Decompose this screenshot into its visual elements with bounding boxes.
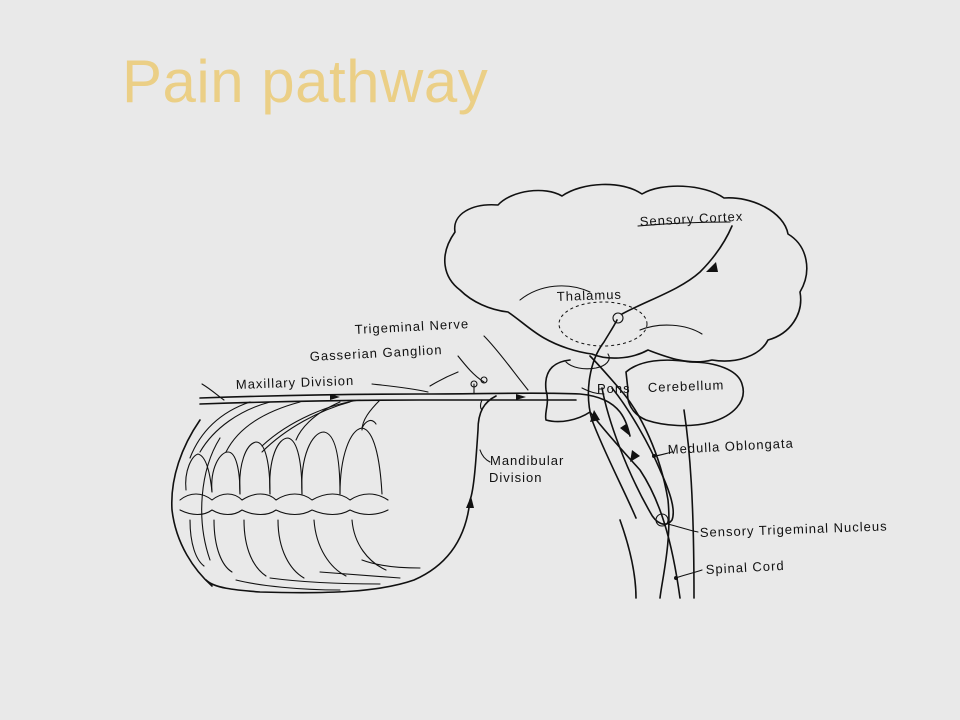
label-mandibular-line1: Mandibular (490, 453, 564, 468)
label-medulla-oblongata: Medulla Oblongata (667, 435, 794, 457)
cerebrum-outline (444, 183, 808, 363)
ascending-pathway (587, 319, 637, 519)
label-maxillary-division: Maxillary Division (236, 373, 355, 392)
label-spinal-cord: Spinal Cord (705, 558, 785, 577)
slide-title: Pain pathway (122, 48, 489, 115)
label-sensory-cortex: Sensory Cortex (639, 209, 743, 229)
brainstem-outline (544, 359, 681, 599)
jaw-outline (171, 419, 213, 587)
cerebellum-outline (625, 359, 745, 427)
thalamus-outline (558, 301, 648, 347)
label-pons: Pons (597, 381, 631, 396)
label-trigeminal-nerve: Trigeminal Nerve (354, 316, 469, 337)
label-sensory-trigeminal-nucleus: Sensory Trigeminal Nucleus (700, 518, 888, 540)
spinal-cord-outline (619, 519, 637, 599)
trigeminal-nerve-trunk (199, 392, 631, 437)
label-thalamus: Thalamus (557, 287, 623, 304)
label-cerebellum: Cerebellum (648, 377, 725, 395)
teeth-illustration (179, 399, 421, 591)
label-mandibular-line2: Division (489, 470, 543, 485)
trigeminal-nucleus-column (601, 387, 675, 525)
mandibular-division-nerve (205, 395, 497, 594)
label-gasserian-ganglion: Gasserian Ganglion (309, 342, 443, 364)
